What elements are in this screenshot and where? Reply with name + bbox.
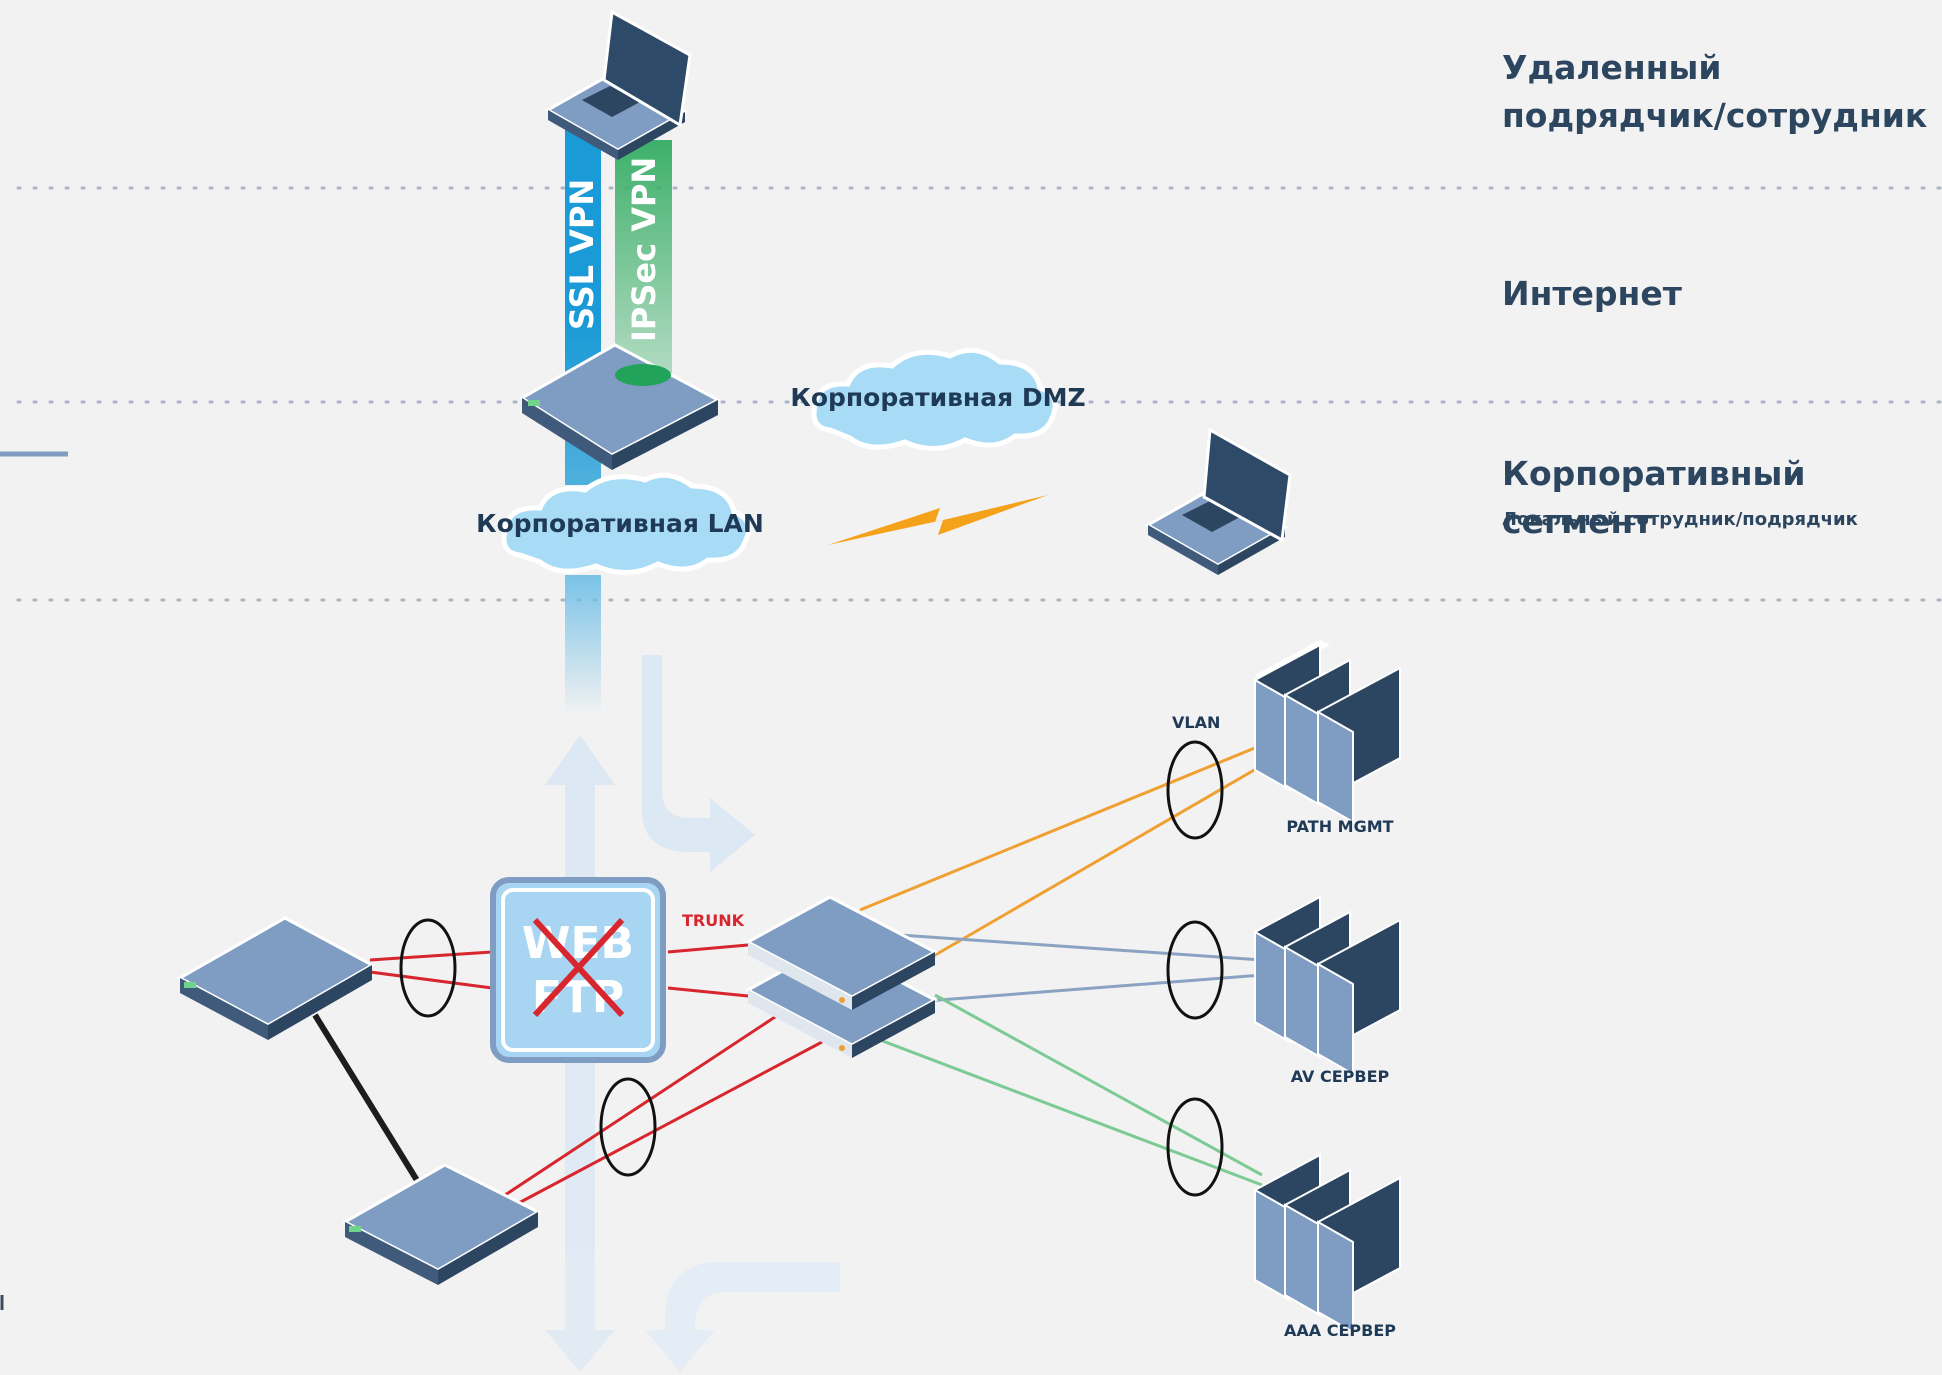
server-label-path-mgmt: PATH MGMT <box>1286 817 1393 836</box>
access-switch-bottom-icon <box>341 1163 542 1285</box>
vlan-link <box>899 933 1263 962</box>
vlan-link <box>929 756 1276 960</box>
blocked-cross-line <box>532 917 625 1018</box>
aggregation-ellipse <box>599 1077 657 1177</box>
zone-title-remote-line2: подрядчик/сотрудник <box>1502 96 1928 135</box>
vlan-link <box>934 993 1263 1177</box>
zone-title-internet: Интернет <box>1502 274 1682 313</box>
blocked-service-line2: FTP <box>532 972 624 1023</box>
dmz-cloud-icon: Корпоративная DMZ <box>790 347 1086 452</box>
blocked-service-icon: WEB FTP <box>490 877 666 1063</box>
vlan-link <box>859 743 1263 912</box>
aggregation-markers <box>399 740 1224 1197</box>
trunk-link <box>514 1040 823 1207</box>
flow-arrow-left <box>645 1262 840 1372</box>
aggregation-ellipse <box>1166 1097 1224 1197</box>
wireless-lightning-icon <box>828 495 1048 545</box>
ipsec-vpn-tunnel <box>615 140 672 375</box>
zone-title-corporate: Корпоративный сегмент <box>1502 454 1806 541</box>
uplink <box>312 1013 421 1184</box>
vlan-link <box>879 1038 1263 1187</box>
vpn-gateway-icon <box>519 343 722 470</box>
flow-arrow-right <box>642 655 755 872</box>
lan-cloud-label: Корпоративная LAN <box>476 509 764 538</box>
ssl-vpn-tunnel-fade <box>565 575 601 715</box>
vlan-label: VLAN <box>1172 713 1220 732</box>
local-laptop-icon <box>1144 427 1292 575</box>
zone-title-remote-line1: Удаленный <box>1502 48 1722 87</box>
server-cluster-path-mgmt-icon <box>1254 640 1401 824</box>
lan-cloud-icon: Корпоративная LAN <box>476 472 764 576</box>
trunk-link <box>504 1013 779 1197</box>
trunk-link <box>667 986 749 998</box>
aggregation-ellipse <box>1166 740 1224 840</box>
vlan-link <box>899 973 1263 1005</box>
server-cluster-av-icon <box>1254 895 1401 1076</box>
dmz-cloud-label: Корпоративная DMZ <box>790 383 1085 412</box>
trunk-link <box>667 943 749 954</box>
server-label-av: AV СЕРВЕР <box>1291 1067 1390 1086</box>
core-switch-stack-icon <box>744 895 939 1058</box>
aggregation-ellipse <box>399 918 457 1018</box>
aggregation-ellipse <box>1166 920 1224 1020</box>
remote-laptop-icon <box>544 9 692 160</box>
ssl-vpn-label: SSL VPN <box>563 179 601 330</box>
trunk-link <box>369 970 493 990</box>
ipsec-vpn-label: IPSec VPN <box>625 157 663 342</box>
access-switch-left-icon <box>176 916 376 1040</box>
zone-title-remote: Удаленный подрядчик/сотрудник <box>1502 44 1927 140</box>
trunk-link <box>369 950 493 962</box>
trunk-label: TRUNK <box>682 911 745 930</box>
connections <box>312 743 1276 1207</box>
server-cluster-aaa-icon <box>1254 1153 1401 1334</box>
server-label-aaa: AAA СЕРВЕР <box>1284 1321 1396 1340</box>
zone-subtitle-corporate: Локальный сотрудник/подрядчик <box>1502 509 1858 530</box>
